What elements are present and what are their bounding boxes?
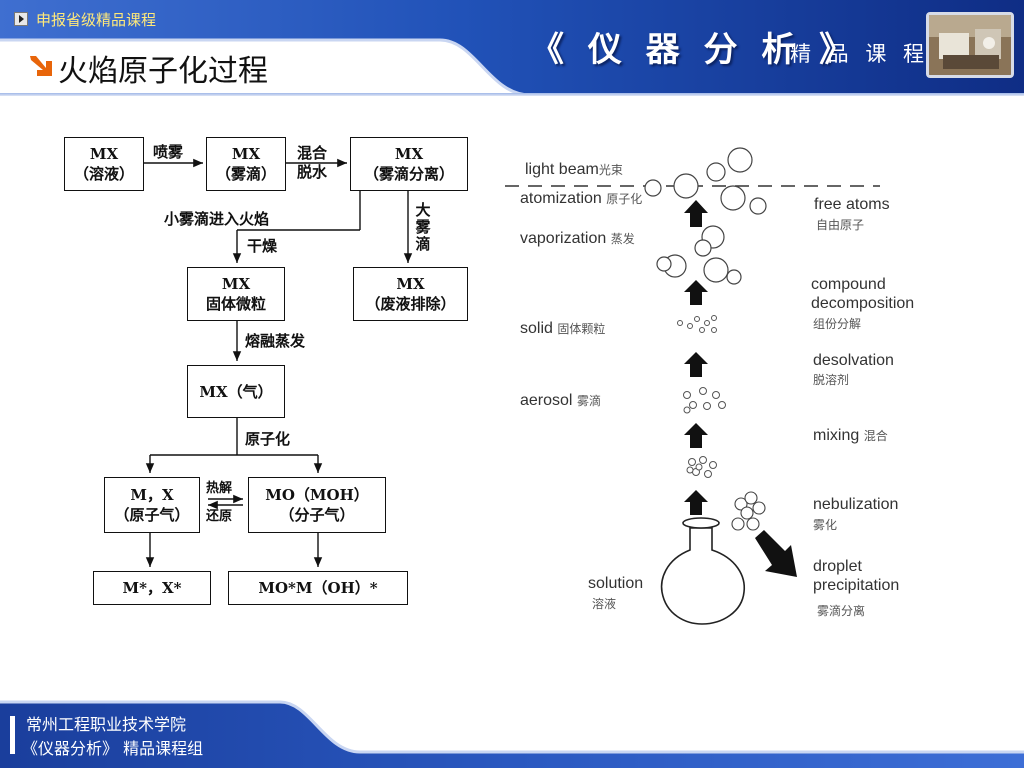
header-background (0, 0, 1024, 96)
label-big-droplet: 大 雾 滴 (414, 202, 432, 253)
label-nebulization-zh: 雾化 (813, 518, 838, 532)
flame-atomization-flowchart: MX （溶液） 喷雾 MX （雾滴） 混合 脱水 MX （雾滴分离） 小雾滴进入… (40, 110, 490, 630)
box-mx-solution: MX （溶液） (64, 137, 144, 191)
label-atomization: atomization 原子化 (520, 189, 642, 209)
label-light-beam: light beam光束 (525, 160, 623, 180)
process-graphics (505, 147, 880, 625)
label-mixing: mixing 混合 (813, 426, 888, 446)
label-solid-zh: 固体颗粒 (557, 322, 606, 336)
box-mx-droplet-state: （雾滴） (215, 165, 276, 183)
footer-school: 常州工程职业技术学院 (26, 715, 187, 734)
label-reduction: 还原 (206, 509, 233, 524)
atomization-process-diagram: light beam光束 atomization 原子化 vaporizatio… (500, 140, 930, 630)
label-vaporization: vaporization 蒸发 (520, 229, 635, 249)
label-decomposition: decomposition (811, 295, 915, 312)
label-nebulization: nebulization (813, 496, 899, 513)
tag-bullet-icon (14, 12, 28, 26)
label-aerosol-zh: 雾滴 (576, 394, 601, 408)
box-excited-atoms-label: M*，X* (122, 579, 182, 597)
label-spray: 喷雾 (153, 143, 184, 161)
box-mx-droplet-separation: MX （雾滴分离） (350, 137, 468, 191)
label-small-droplet-into-flame: 小雾滴进入火焰 (164, 210, 270, 228)
label-atomization: 原子化 (245, 430, 291, 448)
box-excited-molecules-label: MO*M（OH）* (258, 579, 378, 597)
label-solution: solution (588, 575, 644, 592)
box-molecule-gas-state: （分子气） (279, 506, 355, 524)
flowchart-connectors (144, 158, 413, 567)
box-atom-gas: M，X （原子气） (104, 477, 200, 533)
label-solid: solid 固体颗粒 (520, 319, 605, 339)
label-vaporization-en: vaporization (520, 230, 607, 247)
box-mx-solid-particle: MX 固体微粒 (187, 267, 285, 321)
footer-background (0, 700, 1024, 768)
label-light-beam-en: light beam (525, 161, 599, 178)
lab-photo-thumbnail (926, 12, 1014, 78)
label-mixing-en: mixing (813, 427, 860, 444)
label-free-atoms-zh: 自由原子 (816, 218, 865, 232)
page-title: 火焰原子化过程 (58, 54, 268, 89)
label-precipitation: precipitation (813, 577, 900, 594)
label-droplet: droplet (813, 558, 862, 575)
label-atomization-zh: 原子化 (606, 192, 643, 206)
label-mixing-zh: 混合 (863, 429, 888, 443)
label-solution-zh: 溶液 (592, 597, 617, 611)
box-molecule-gas-label: MO（MOH） (265, 486, 369, 504)
box-mx-droplet: MX （雾滴） (206, 137, 286, 191)
box-mx-droplet-label: MX (231, 145, 261, 163)
label-melt-evaporate: 熔融蒸发 (245, 332, 306, 350)
box-mx-separation-state: （雾滴分离） (363, 165, 454, 183)
box-excited-molecules: MO*M（OH）* (228, 571, 408, 605)
label-free-atoms: free atoms (814, 196, 890, 213)
box-mx-waste-label: MX (396, 275, 425, 293)
box-mx-gas-label: MX（气） (199, 382, 273, 401)
box-mx-separation-label: MX (394, 145, 424, 163)
header-banner: 申报省级精品课程 《 仪 器 分 析 》 精 品 课 程 火焰原子化过程 (0, 0, 1024, 96)
label-dehydrate: 脱水 (297, 163, 328, 181)
box-atom-gas-label: M，X (130, 486, 174, 504)
label-big-droplet-char-2: 雾 (415, 218, 431, 236)
title-arrow-icon (28, 52, 54, 82)
footer-banner: 常州工程职业技术学院 《仪器分析》 精品课程组 (0, 700, 1024, 768)
label-desolvation-zh: 脱溶剂 (813, 373, 850, 387)
label-big-droplet-char-1: 大 (415, 201, 431, 219)
label-atomization-en: atomization (520, 190, 602, 207)
box-mx-waste-drain: MX （废液排除） (353, 267, 468, 321)
course-title: 《 仪 器 分 析 》 (530, 30, 860, 70)
course-subtitle: 精 品 课 程 (790, 42, 930, 66)
box-mx-solid-label: MX (221, 275, 251, 293)
label-light-beam-zh: 光束 (598, 163, 623, 177)
box-mx-solution-label: MX (89, 145, 119, 163)
label-decomposition-zh: 组份分解 (813, 317, 862, 331)
label-aerosol: aerosol 雾滴 (520, 391, 601, 411)
label-dry: 干燥 (247, 237, 278, 255)
label-mix: 混合 (297, 144, 328, 162)
label-solid-en: solid (520, 320, 553, 337)
footer-course-group: 《仪器分析》 精品课程组 (22, 739, 204, 758)
box-mx-solution-state: （溶液） (73, 165, 134, 183)
box-mx-solid-state: 固体微粒 (205, 295, 266, 313)
box-molecule-gas: MO（MOH） （分子气） (248, 477, 386, 533)
label-precipitation-zh: 雾滴分离 (817, 604, 866, 618)
label-pyrolysis: 热解 (206, 481, 233, 496)
label-vaporization-zh: 蒸发 (610, 232, 635, 246)
box-atom-gas-state: （原子气） (114, 506, 190, 524)
box-excited-atoms: M*，X* (93, 571, 211, 605)
label-compound: compound (811, 276, 886, 293)
label-aerosol-en: aerosol (520, 392, 573, 409)
header-tag: 申报省级精品课程 (36, 11, 157, 29)
box-mx-waste-state: （废液排除） (365, 295, 456, 313)
label-desolvation: desolvation (813, 352, 894, 369)
box-mx-gas: MX（气） (187, 365, 285, 418)
label-big-droplet-char-3: 滴 (415, 235, 431, 253)
